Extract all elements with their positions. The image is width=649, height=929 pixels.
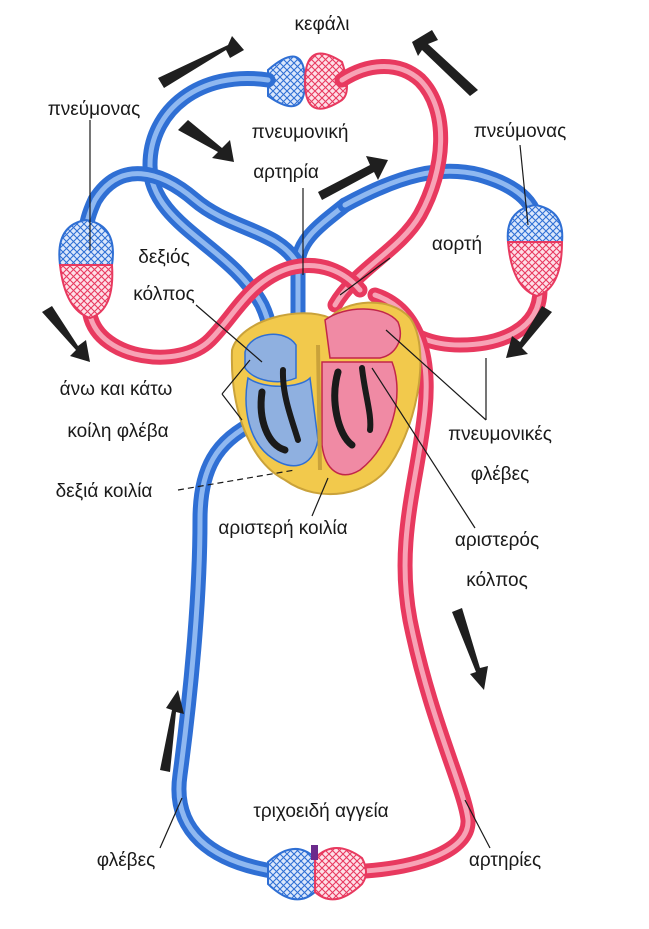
body-capillary-bed <box>268 845 366 899</box>
label-right-ventricle: δεξιά κοιλία <box>56 481 153 502</box>
label-left-atrium-2: κόλπος <box>466 570 528 591</box>
label-left-atrium-1: αριστερός <box>455 530 539 551</box>
label-head: κεφάλι <box>295 14 350 35</box>
label-left-ventricle: αριστερή κοιλία <box>218 518 347 539</box>
label-arteries: αρτηρίες <box>469 850 541 871</box>
right-lung-capillary-bed <box>508 205 563 296</box>
label-pulmonary-artery-1: πνευμονική <box>252 122 349 143</box>
right-atrium <box>245 334 296 381</box>
label-lung-right: πνεύμονας <box>474 121 567 142</box>
label-right-atrium-1: δεξιός <box>138 247 190 268</box>
label-aorta: αορτή <box>432 234 482 255</box>
left-lung-capillary-bed <box>59 220 113 318</box>
label-right-atrium-2: κόλπος <box>133 284 195 305</box>
label-vena-cava-1: άνω και κάτω <box>60 379 173 400</box>
label-pulmonary-veins-2: φλέβες <box>471 464 529 485</box>
label-lung-left: πνεύμονας <box>48 99 141 120</box>
label-capillaries: τριχοειδή αγγεία <box>253 801 388 822</box>
label-vena-cava-2: κοίλη φλέβα <box>67 421 168 442</box>
label-pulmonary-veins-1: πνευμονικές <box>448 424 552 445</box>
label-veins: φλέβες <box>97 850 155 871</box>
arrow-pulm-left <box>178 120 234 162</box>
arrow-descending <box>452 608 488 690</box>
label-pulmonary-artery-2: αρτηρία <box>253 162 319 183</box>
